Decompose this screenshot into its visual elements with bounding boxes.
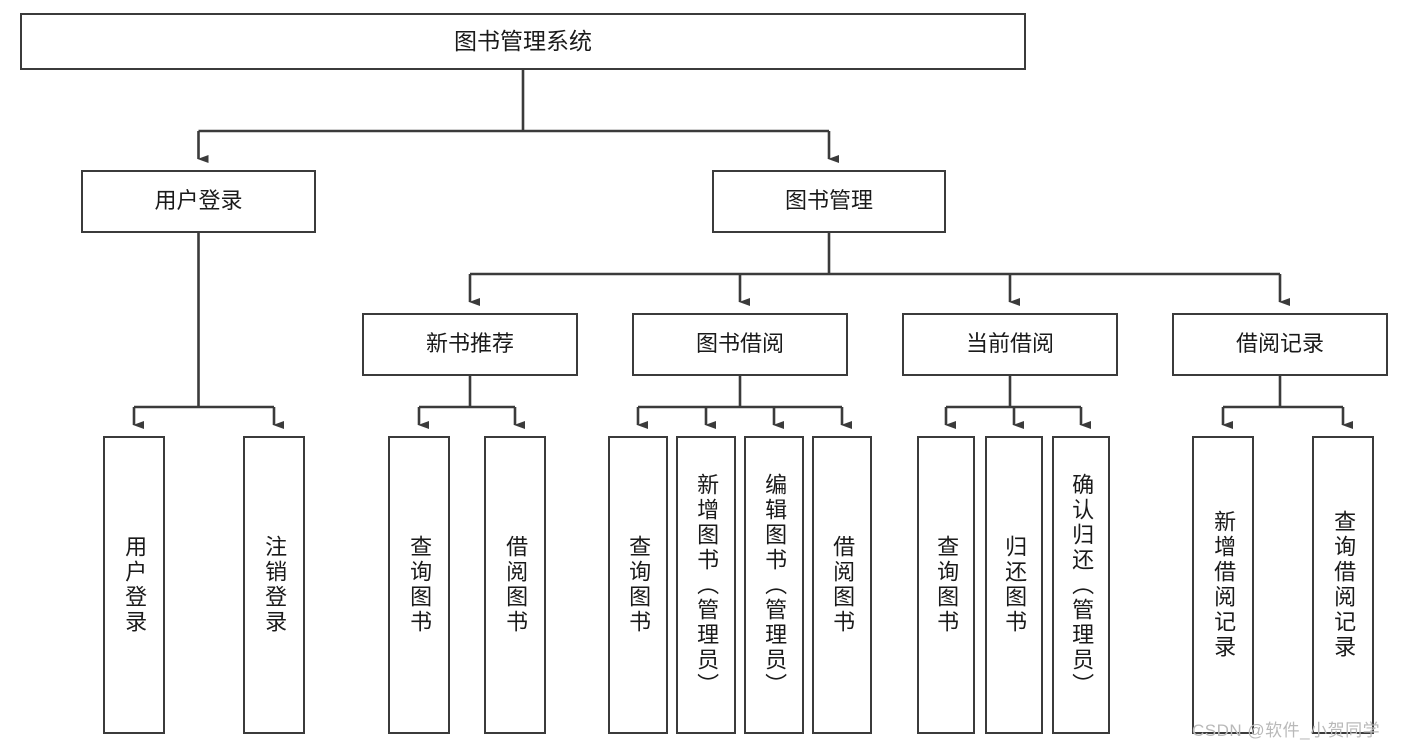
node-label: 新增图书（管理员） bbox=[694, 472, 720, 698]
node-label: 当前借阅 bbox=[965, 331, 1054, 357]
node-leaf-query-book-rec[interactable]: 查询图书 bbox=[388, 436, 450, 734]
node-label: 借阅记录 bbox=[1235, 331, 1324, 357]
node-current-borrow[interactable]: 当前借阅 bbox=[902, 313, 1118, 376]
node-label: 查询图书 bbox=[407, 535, 433, 635]
node-leaf-user-logout[interactable]: 注销登录 bbox=[243, 436, 305, 734]
node-root[interactable]: 图书管理系统 bbox=[20, 13, 1026, 70]
node-label: 编辑图书（管理员） bbox=[762, 472, 788, 698]
node-leaf-user-login[interactable]: 用户登录 bbox=[103, 436, 165, 734]
node-book-manage[interactable]: 图书管理 bbox=[712, 170, 946, 233]
node-leaf-return-book[interactable]: 归还图书 bbox=[985, 436, 1043, 734]
node-label: 图书管理 bbox=[784, 188, 873, 214]
node-book-borrow[interactable]: 图书借阅 bbox=[632, 313, 848, 376]
node-label: 注销登录 bbox=[262, 535, 288, 635]
node-label: 用户登录 bbox=[122, 535, 148, 635]
node-label: 新增借阅记录 bbox=[1211, 510, 1237, 660]
node-leaf-borrow-book[interactable]: 借阅图书 bbox=[812, 436, 872, 734]
node-label: 借阅图书 bbox=[830, 535, 856, 635]
node-label: 新书推荐 bbox=[425, 331, 514, 357]
node-leaf-borrow-book-rec[interactable]: 借阅图书 bbox=[484, 436, 546, 734]
node-leaf-query-book-borrow[interactable]: 查询图书 bbox=[608, 436, 668, 734]
node-leaf-confirm-return-admin[interactable]: 确认归还（管理员） bbox=[1052, 436, 1110, 734]
node-label: 查询借阅记录 bbox=[1331, 510, 1357, 660]
node-leaf-edit-book-admin[interactable]: 编辑图书（管理员） bbox=[744, 436, 804, 734]
node-borrow-record[interactable]: 借阅记录 bbox=[1172, 313, 1388, 376]
node-user-login[interactable]: 用户登录 bbox=[81, 170, 316, 233]
node-leaf-query-borrow-record[interactable]: 查询借阅记录 bbox=[1312, 436, 1374, 734]
node-label: 查询图书 bbox=[934, 535, 960, 635]
node-leaf-query-book-current[interactable]: 查询图书 bbox=[917, 436, 975, 734]
node-new-book-recommend[interactable]: 新书推荐 bbox=[362, 313, 578, 376]
node-label: 归还图书 bbox=[1002, 535, 1028, 635]
node-label: 借阅图书 bbox=[503, 535, 529, 635]
node-label: 用户登录 bbox=[154, 188, 243, 214]
node-label: 确认归还（管理员） bbox=[1069, 472, 1095, 698]
node-label: 图书借阅 bbox=[695, 331, 784, 357]
csdn-watermark: CSDN @软件_小贺同学 bbox=[1192, 721, 1381, 740]
node-label: 图书管理系统 bbox=[454, 27, 592, 54]
node-leaf-add-borrow-record[interactable]: 新增借阅记录 bbox=[1192, 436, 1254, 734]
node-label: 查询图书 bbox=[626, 535, 652, 635]
node-leaf-add-book-admin[interactable]: 新增图书（管理员） bbox=[676, 436, 736, 734]
